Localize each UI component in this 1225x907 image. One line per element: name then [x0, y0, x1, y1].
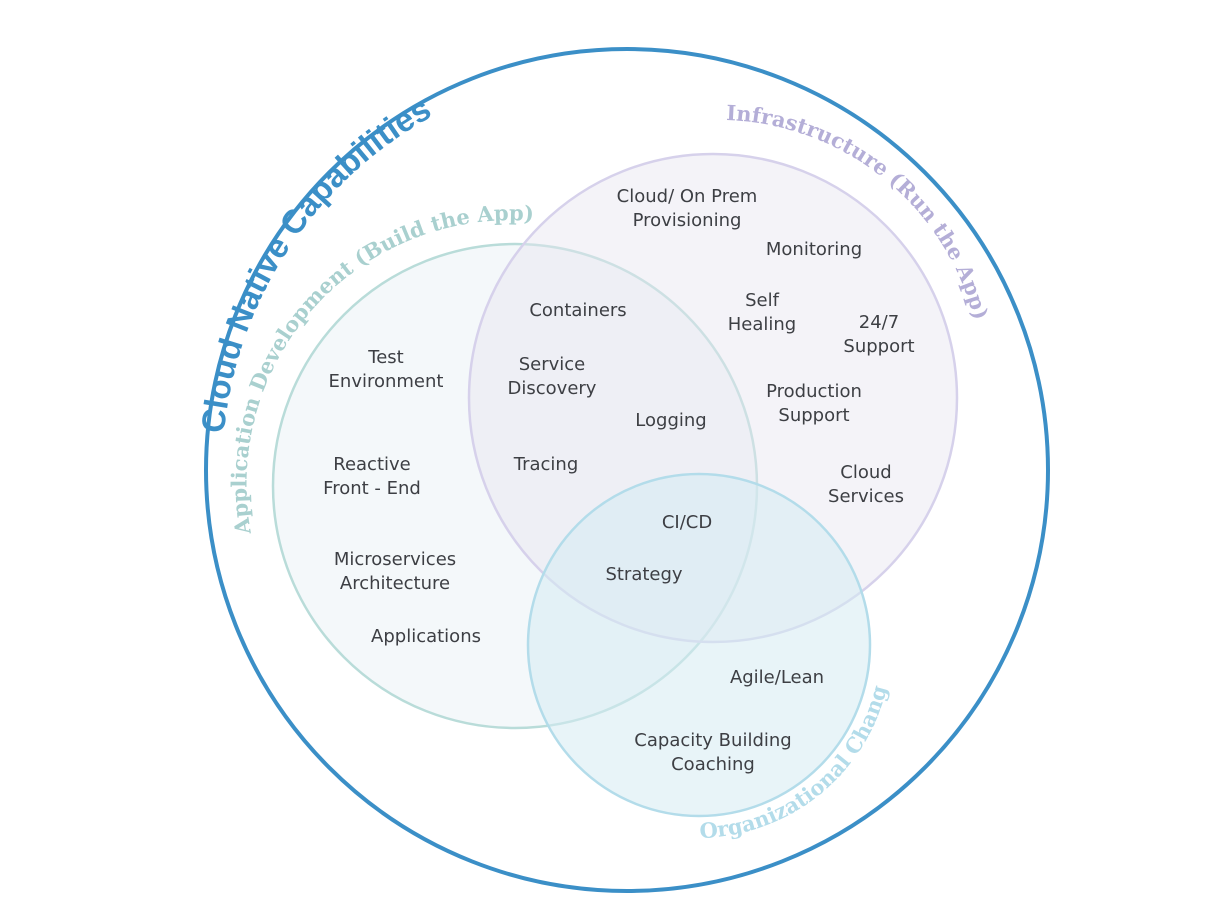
item-line: Reactive [333, 454, 411, 475]
item-line: Capacity Building [634, 730, 792, 751]
item-agile-lean: Agile/Lean [730, 666, 824, 690]
item-line: Agile/Lean [729, 667, 825, 688]
item-line: Tracing [513, 454, 579, 475]
item-logging: Logging [635, 409, 706, 433]
item-line: Architecture [339, 573, 451, 594]
item-line: Services [828, 486, 904, 507]
item-line: CI/CD [661, 512, 713, 533]
item-line: Coaching [671, 754, 755, 775]
item-line: Environment [328, 371, 444, 392]
item-cloud-onprem-provisioning: Cloud/ On Prem Provisioning [617, 185, 758, 233]
item-line: Cloud [840, 462, 892, 483]
item-line: Production [766, 381, 862, 402]
item-24-7-support: 24/7 Support [843, 311, 914, 359]
item-line: Test [368, 347, 404, 368]
item-line: Microservices [333, 549, 457, 570]
item-monitoring: Monitoring [766, 238, 862, 262]
item-line: Cloud/ On Prem [616, 186, 758, 207]
item-line: Service [518, 354, 586, 375]
item-tracing: Tracing [514, 453, 579, 477]
item-capacity-building-coaching: Capacity Building Coaching [634, 729, 791, 777]
item-containers: Containers [529, 299, 626, 323]
item-line: Support [778, 405, 850, 426]
item-line: Self [745, 290, 779, 311]
item-line: Strategy [605, 564, 683, 585]
item-microservices-architecture: Microservices Architecture [334, 548, 456, 596]
item-production-support: Production Support [766, 380, 862, 428]
item-strategy: Strategy [605, 563, 682, 587]
item-applications: Applications [371, 625, 481, 649]
item-line: 24/7 [858, 312, 900, 333]
item-line: Applications [371, 626, 481, 647]
item-line: Front - End [323, 478, 421, 499]
item-line: Provisioning [632, 210, 742, 231]
item-line: Monitoring [765, 239, 863, 260]
item-ci-cd: CI/CD [662, 511, 712, 535]
item-cloud-services: Cloud Services [828, 461, 904, 509]
item-line: Logging [635, 410, 707, 431]
item-test-environment: Test Environment [329, 346, 444, 394]
item-line: Support [843, 336, 915, 357]
item-line: Discovery [507, 378, 597, 399]
org-change-circle [526, 472, 872, 818]
item-reactive-front-end: Reactive Front - End [323, 453, 421, 501]
item-service-discovery: Service Discovery [508, 353, 597, 401]
item-self-healing: Self Healing [728, 289, 796, 337]
item-line: Containers [529, 300, 627, 321]
item-line: Healing [727, 314, 797, 335]
